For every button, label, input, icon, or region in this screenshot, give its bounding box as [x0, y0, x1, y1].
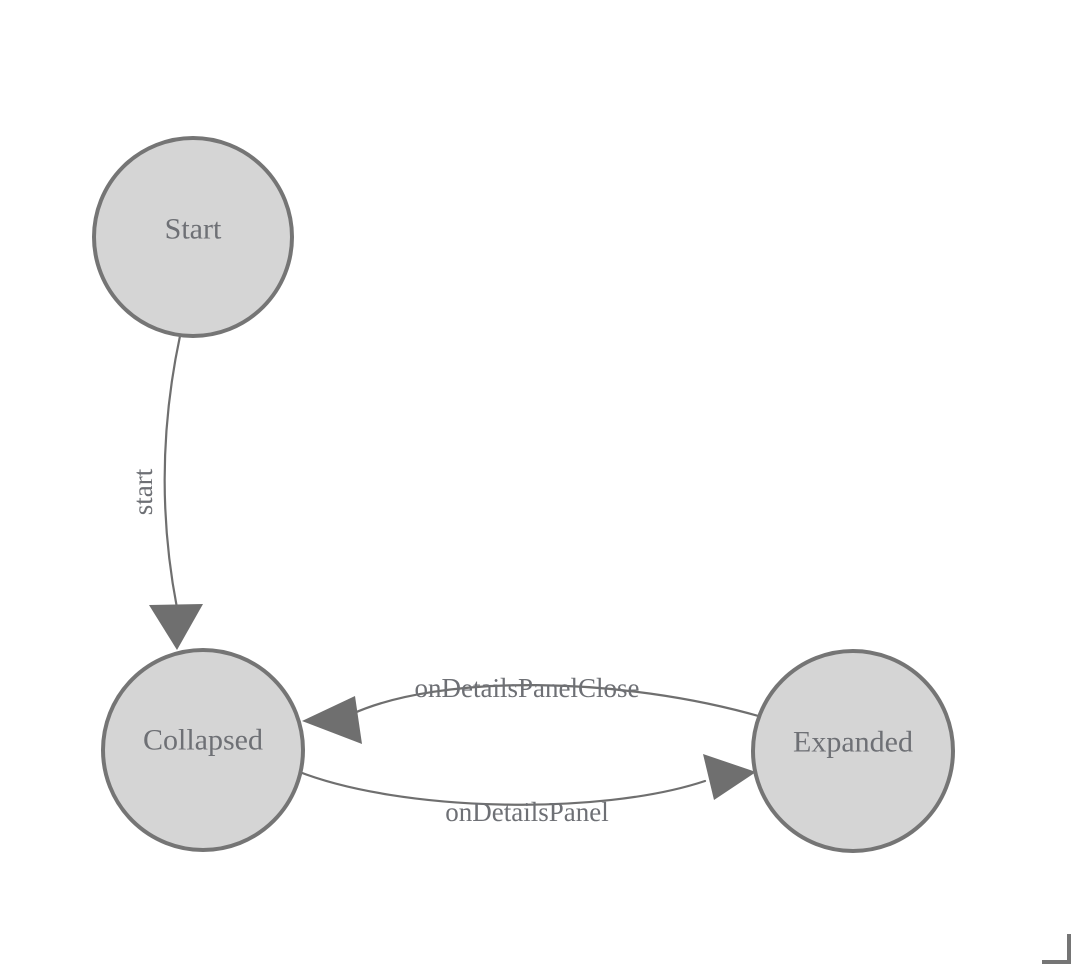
- node-collapsed[interactable]: Collapsed: [101, 648, 305, 852]
- node-expanded[interactable]: Expanded: [751, 649, 955, 853]
- edge-path-collapsed-to-expanded: [295, 769, 707, 806]
- edge-path-expanded-to-collapsed: [350, 684, 764, 719]
- arrowhead-icon-into-expanded-left: [703, 754, 756, 800]
- node-start[interactable]: Start: [92, 136, 294, 338]
- node-start-circle[interactable]: [92, 136, 294, 338]
- node-expanded-label: Expanded: [793, 726, 913, 759]
- arrowhead-icon-into-collapsed-right: [302, 696, 362, 744]
- node-collapsed-circle[interactable]: [101, 648, 305, 852]
- edge-label-on-details-panel-close: onDetailsPanelClose: [415, 673, 640, 703]
- node-start-label: Start: [165, 213, 222, 246]
- resize-handle-vertical-bar: [1067, 934, 1071, 964]
- arrowhead-icon-into-collapsed-top: [149, 604, 203, 650]
- node-collapsed-label: Collapsed: [143, 724, 263, 757]
- edge-label-start: start: [128, 468, 158, 515]
- resize-handle-horizontal-bar: [1042, 960, 1071, 964]
- edge-expanded-to-collapsed[interactable]: onDetailsPanelClose: [302, 673, 764, 744]
- edge-start-to-collapsed[interactable]: start: [128, 334, 203, 650]
- node-expanded-circle[interactable]: [751, 649, 955, 853]
- edge-collapsed-to-expanded[interactable]: onDetailsPanel: [295, 754, 756, 827]
- resize-handle-corner-mark[interactable]: [1042, 934, 1071, 964]
- edge-path-start-to-collapsed: [163, 334, 182, 610]
- edge-label-on-details-panel: onDetailsPanel: [445, 797, 608, 827]
